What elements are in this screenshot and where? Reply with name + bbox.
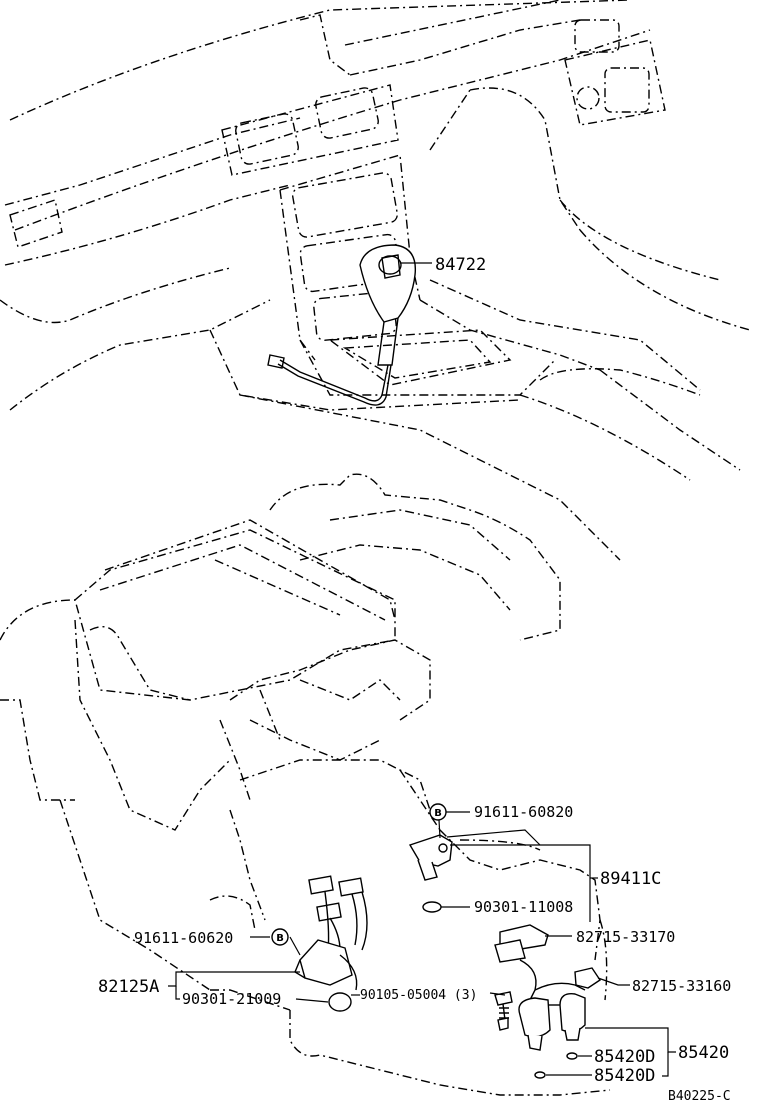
connector-82715-33170 <box>494 924 549 1011</box>
o-ring-85420D-a <box>566 1052 578 1060</box>
o-ring-lower <box>328 992 352 1012</box>
label-91611-60620: 91611-60620 <box>134 929 233 947</box>
label-90301-21009: 90301-21009 <box>182 990 281 1008</box>
label-90105-05004: 90105-05004 (3) <box>360 988 477 1003</box>
label-90301-11008: 90301-11008 <box>474 898 573 916</box>
engine-wire-harness <box>294 875 368 991</box>
figure-code: B40225-C <box>668 1089 731 1104</box>
bolt-90105-05004 <box>494 991 513 1021</box>
leader-lines <box>168 262 676 1077</box>
label-91611-60820: 91611-60820 <box>474 803 573 821</box>
label-85420D-b: 85420D <box>594 1066 655 1086</box>
shift-knob <box>359 244 417 366</box>
label-84722: 84722 <box>435 255 486 275</box>
engine-outline <box>0 473 611 1096</box>
label-82715-33170: 82715-33170 <box>576 928 675 946</box>
svg-text:B: B <box>434 808 442 819</box>
shift-cable <box>267 354 392 406</box>
o-ring-85420D-b <box>534 1071 546 1079</box>
marker-b-lower: B <box>271 928 289 946</box>
cam-position-sensor <box>408 834 453 881</box>
connector-82715-33160 <box>574 967 601 989</box>
svg-text:B: B <box>276 933 284 944</box>
label-85420: 85420 <box>678 1043 729 1063</box>
o-ring-upper <box>422 901 442 913</box>
marker-b-upper: B <box>429 803 447 821</box>
bolt-small <box>497 1017 509 1031</box>
label-89411C: 89411C <box>600 869 661 889</box>
dashboard-outline <box>0 0 751 561</box>
label-85420D-a: 85420D <box>594 1047 655 1067</box>
solenoid-85420 <box>518 982 586 1051</box>
label-82125A: 82125A <box>98 977 159 997</box>
label-82715-33160: 82715-33160 <box>632 977 731 995</box>
